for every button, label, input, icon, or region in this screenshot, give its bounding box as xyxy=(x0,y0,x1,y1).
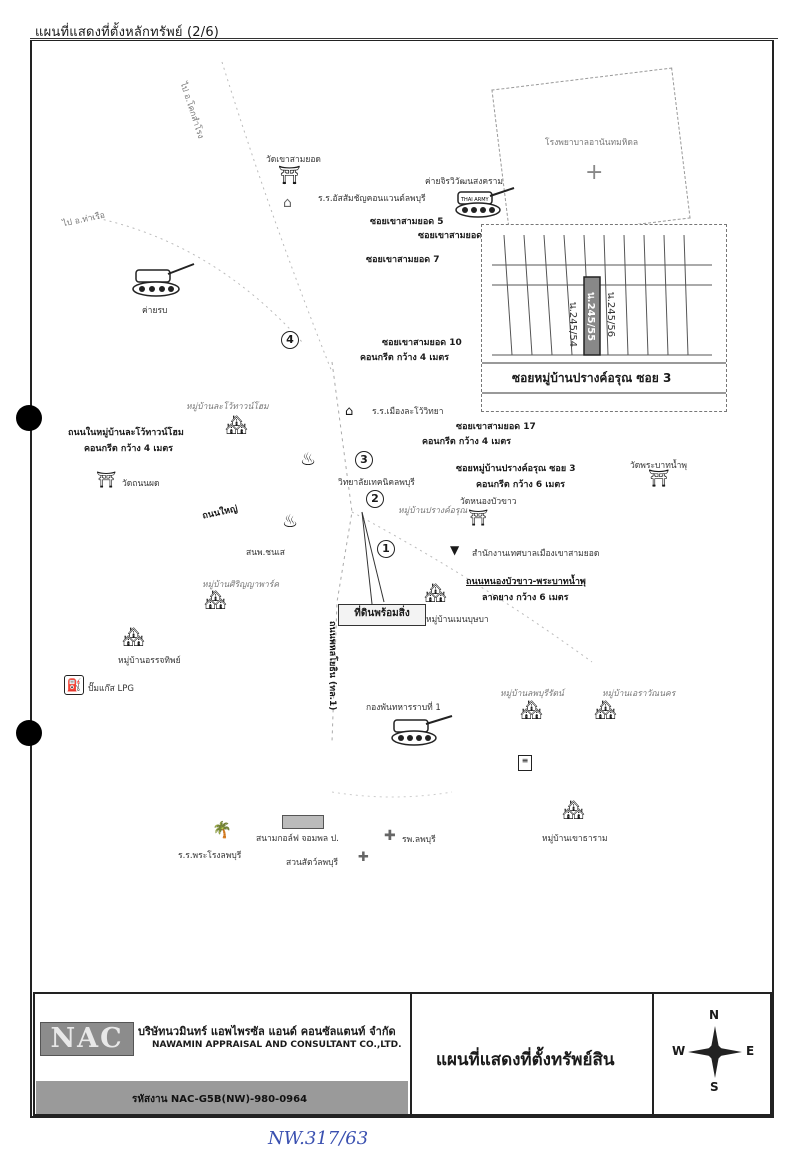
army-camp-label: กองพันทหารราบที่ 1 xyxy=(366,703,441,713)
district-office-label: สำนักงานเทศบาลเมืองเขาสามยอด xyxy=(472,549,600,559)
hospital-lop-icon: ✚ xyxy=(384,828,396,844)
road-in-village-label: ถนนในหมู่บ้านละโว้ทาวน์โฮม xyxy=(68,428,184,438)
road-guide-lines xyxy=(91,61,593,798)
compass-east: E xyxy=(746,1044,755,1058)
soi10-surface-label: คอนกรีต กว้าง 4 เมตร xyxy=(360,353,450,363)
soi-village3-label: ซอยหมู่บ้านปรางค์อรุณ ซอย 3 xyxy=(456,464,576,474)
compass-west: W xyxy=(672,1044,686,1058)
road-in-village-surface-label: คอนกรีต กว้าง 4 เมตร xyxy=(84,444,174,454)
zoo-label: ร.ร.พระโรงลพบุรี xyxy=(178,851,242,861)
map-frame xyxy=(30,40,774,1118)
plot-a-label: น.245/54 xyxy=(567,301,579,348)
company-name-thai: บริษัทนวมินทร์ แอพไพรซัล แอนด์ คอนซัลแตน… xyxy=(138,1025,396,1038)
village-sirinya-label: หมู่บ้านศิริญญาพาร์ค xyxy=(202,580,280,590)
college-label: วิทยาลัยเทคนิคลพบุรี xyxy=(338,478,415,488)
inset-road-label: ซอยหมู่บ้านปรางค์อรุณ ซอย 3 xyxy=(512,371,672,385)
village-mainbua-label: หมู่บ้านเมนบุษบา xyxy=(426,615,489,625)
fuel-station-icon: ♨ xyxy=(300,449,317,470)
subject-plot-inset: น.245/54 น.245/55 น.245/56 ซอยหมู่บ้านปร… xyxy=(481,224,727,412)
village-aransap-icon: 🏘 xyxy=(122,627,145,648)
school-bottom-icon: ✚ xyxy=(358,850,369,865)
compass-rose: N S E W xyxy=(670,1008,760,1098)
village-lopburi-icon: 🏘 xyxy=(520,700,543,721)
marker-3: 3 xyxy=(355,451,373,469)
school-icon: ⌂ xyxy=(283,195,292,211)
wat-top-label: วัดเขาสามยอด xyxy=(266,155,321,165)
soi17-label: ซอยเขาสามยอด 17 xyxy=(456,422,536,432)
marker-1: 1 xyxy=(377,540,395,558)
soi10-label: ซอยเขาสามยอด 10 xyxy=(382,338,462,348)
subject-property-pin: ที่ดินพร้อมสิ่ง xyxy=(338,604,426,626)
compass-north: N xyxy=(709,1008,720,1022)
page-header-title: แผนที่แสดงที่ตั้งหลักทรัพย์ (2/6) xyxy=(35,25,220,40)
camp-top-label: ค่ายจิรวิวัฒนสงคราม xyxy=(425,177,503,187)
road-phahol-label: ถนนพหลโยธิน (ทล.1) xyxy=(327,621,337,711)
lpg-station-icon: ⛽ xyxy=(64,675,84,695)
fuel-station-icon-2: ♨ xyxy=(282,511,299,532)
hospital-lop-label: รพ.ลพบุรี xyxy=(402,835,436,845)
soi-plain-label: ซอยเขาสามยอด xyxy=(418,231,483,241)
job-code-bar xyxy=(36,1081,408,1114)
village-house-icon: 🏘 xyxy=(225,415,248,436)
school-top-label: ร.ร.อัสสัมชัญคอนแวนต์ลพบุรี xyxy=(318,194,426,204)
compass-south: S xyxy=(710,1080,719,1094)
wat-nongbua-label: วัดหนองบัวขาว xyxy=(460,497,517,507)
golf-course-icon xyxy=(282,815,324,829)
map-title: แผนที่แสดงที่ตั้งทรัพย์สิน xyxy=(436,1050,615,1070)
army-badge-text: THAI ARMY xyxy=(460,197,490,203)
school-bottom-label: สวนสัตว์ลพบุรี xyxy=(286,858,339,868)
soi7-label: ซอยเขาสามยอด 7 xyxy=(366,255,440,265)
soi17-surface-label: คอนกรีต กว้าง 4 เมตร xyxy=(422,437,512,447)
village-wittaya-label: หมู่บ้านละโว้ทาวน์โฮม xyxy=(186,402,269,412)
school-mid-label: ร.ร.เมืองละโว้วิทยา xyxy=(372,407,444,417)
village-aerawan-icon: 🏘 xyxy=(594,700,617,721)
company-name-english: NAWAMIN APPRAISAL AND CONSULTANT CO.,LTD… xyxy=(152,1040,402,1050)
village-prang-label: หมู่บ้านปรางค์อรุณ xyxy=(398,506,468,516)
army-tank-icon: THAI ARMY xyxy=(455,187,515,218)
marker-2: 2 xyxy=(366,490,384,508)
company-logo: NAC xyxy=(40,1022,134,1056)
title-divider-2 xyxy=(652,994,654,1114)
punch-hole-bottom xyxy=(16,720,42,746)
village-sirinya-icon: 🏘 xyxy=(204,590,227,611)
lpg-label: ปั๊มแก๊ส LPG xyxy=(88,684,134,694)
wat-left-icon: ⛩ xyxy=(96,470,117,489)
army-tank-left-icon xyxy=(132,263,195,297)
army-camp-tank-icon xyxy=(391,715,453,746)
job-code-text: รหัสงาน NAC-G5B(NW)-980-0964 xyxy=(132,1094,308,1105)
soi5-label: ซอยเขาสามยอด 5 xyxy=(370,217,444,227)
building-icon: ≡ xyxy=(518,755,532,771)
village-aransap-label: หมู่บ้านอรรจทิพย์ xyxy=(118,656,181,666)
temple-icon: ⛩ xyxy=(278,165,301,186)
hospital-cross-icon: + xyxy=(585,160,604,185)
punch-hole-top xyxy=(16,405,42,431)
plot-c-label: น.245/56 xyxy=(605,291,617,338)
gas-station-label: สนพ.ชนเส xyxy=(246,548,285,558)
title-block xyxy=(33,992,772,1116)
title-divider-1 xyxy=(410,994,412,1114)
village-lopburi-label: หมู่บ้านลพบุรีรัตน์ xyxy=(500,689,564,699)
wat-left-label: วัดถนนผด xyxy=(122,479,160,489)
wat-right-label: วัดพระบาทน้ำพุ xyxy=(630,461,687,471)
wat-nongbua-icon: ⛩ xyxy=(468,508,489,527)
village-bottom-right-label: หมู่บ้านเขาธาราม xyxy=(542,834,608,844)
camp-left-label: ค่ายรบ xyxy=(142,306,168,316)
zoo-icon: 🌴 xyxy=(212,820,232,839)
road-nongbua-surface-label: ลาดยาง กว้าง 6 เมตร xyxy=(482,593,569,603)
marker-4: 4 xyxy=(281,331,299,349)
handwritten-reference: NW.317/63 xyxy=(268,1128,369,1149)
hospital-top-label: โรงพยาบาลอานันทมหิดล xyxy=(545,138,639,148)
office-icon: ▼ xyxy=(450,543,460,557)
compass-star-icon xyxy=(688,1026,742,1078)
plot-b-label: น.245/55 xyxy=(585,291,597,342)
header-underline xyxy=(30,38,778,39)
village-bottom-right-icon: 🏘 xyxy=(562,800,585,821)
road-nongbua-label: ถนนหนองบัวขาว-พระบาทน้ำพุ xyxy=(466,577,586,587)
wat-right-icon: ⛩ xyxy=(648,469,670,489)
soi-village3-surface-label: คอนกรีต กว้าง 6 เมตร xyxy=(476,480,566,490)
school-mid-icon: ⌂ xyxy=(345,404,354,419)
golf-label: สนามกอล์ฟ จอมพล ป. xyxy=(256,834,339,844)
village-aerawan-label: หมู่บ้านเอราวัณนคร xyxy=(602,689,676,699)
village-mainbua-icon: 🏘 xyxy=(424,583,447,604)
